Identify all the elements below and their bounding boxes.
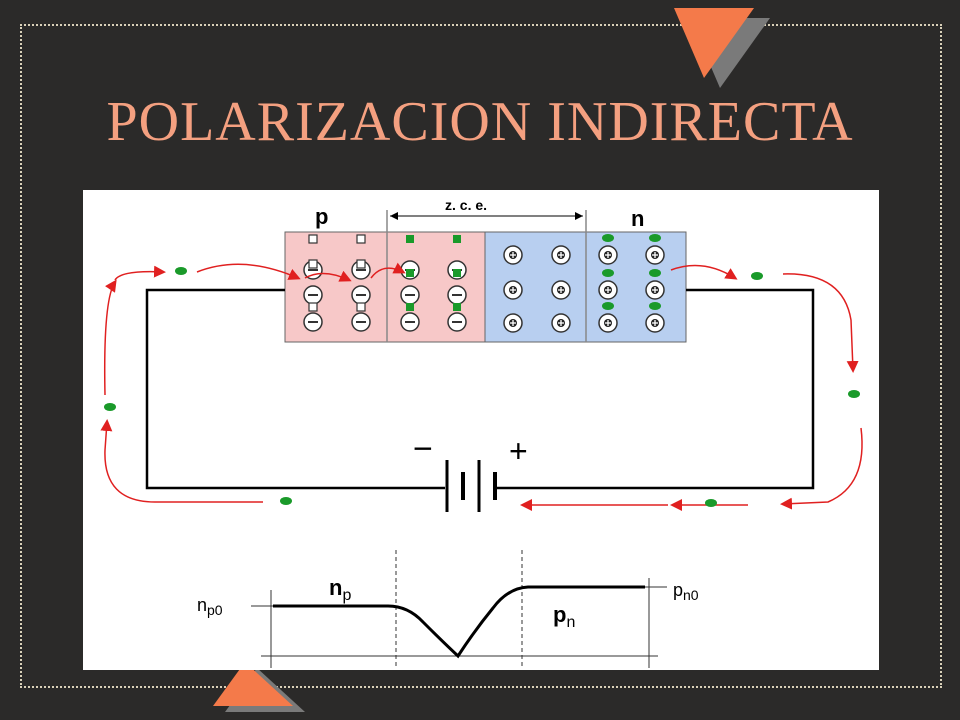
triangle-decoration-top [674,8,770,88]
slide-frame [20,24,942,688]
battery [445,460,497,512]
graph-label-np: np [329,575,351,604]
triangle-decoration-bottom [213,662,305,712]
electron-flow-arrows [100,262,863,511]
graph-label-np0: np0 [197,595,223,618]
battery-minus-label: − [413,430,433,468]
donor-ions [503,245,665,333]
holes [308,234,366,312]
carrier-graph [251,550,667,668]
free-electrons-n [602,234,661,310]
graph-label-pn0: pn0 [673,580,699,603]
slide-title: POLARIZACION INDIRECTA [106,91,854,153]
electrons-in-circuit [104,267,860,507]
graph-label-pn: pn [553,602,575,631]
depletion-zone-label: z. c. e. [445,197,487,213]
n-region-label: n [631,206,644,231]
circuit-wires [145,288,815,490]
p-region-label: p [315,204,328,229]
concentration-curve [273,585,645,659]
pn-junction-diagram: p n z. c. e. [100,197,863,668]
battery-plus-label: + [509,433,528,469]
recombined-carriers-zce [406,235,461,311]
diagram-panel: p n z. c. e. [83,190,879,670]
